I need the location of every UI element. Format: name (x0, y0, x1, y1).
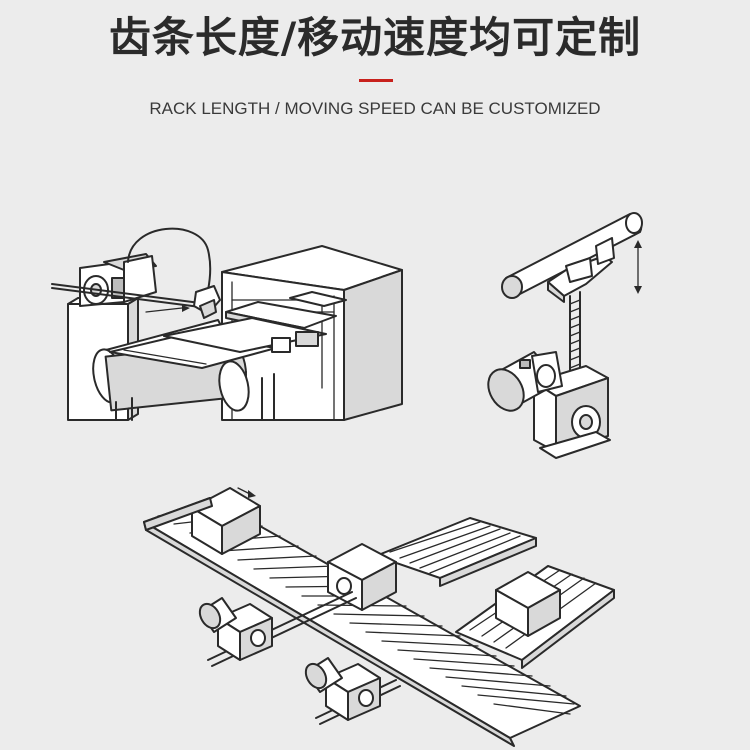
accent-divider (359, 79, 393, 82)
vertical-rack-lift-unit-illustration (487, 212, 643, 459)
page-subtitle: RACK LENGTH / MOVING SPEED CAN BE CUSTOM… (149, 99, 601, 118)
conveyor-transfer-machine-illustration (51, 227, 403, 421)
page-title: 齿条长度/移动速度均可定制 (108, 13, 642, 62)
multi-lane-roller-conveyor-illustration (143, 487, 615, 747)
